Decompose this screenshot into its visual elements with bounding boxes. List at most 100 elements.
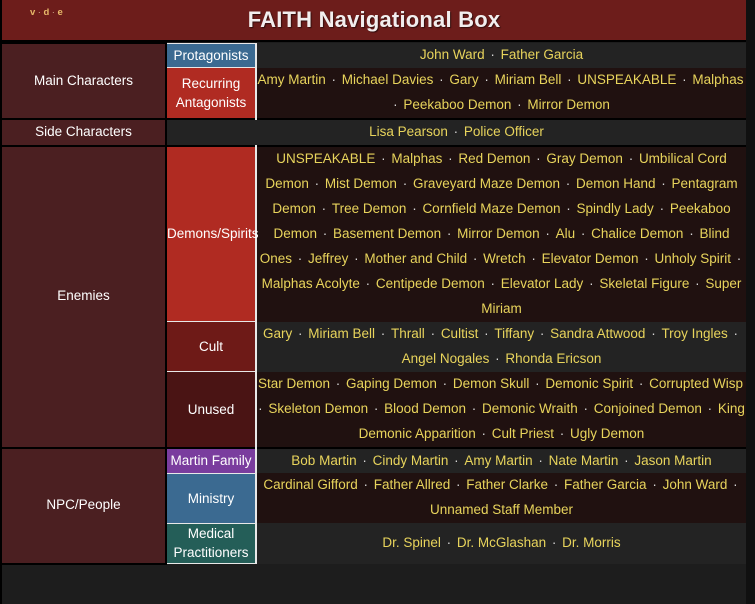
entry-link[interactable]: Lisa Pearson [369, 123, 448, 139]
entry-link[interactable]: Malphas [692, 71, 744, 87]
entry-link[interactable]: Jeffrey [308, 250, 349, 266]
entry-link[interactable]: Dr. Morris [562, 534, 621, 550]
list-separator: · [678, 71, 691, 87]
entry-link[interactable]: Demonic Spirit [545, 375, 634, 391]
entry-link[interactable]: Centipede Demon [375, 275, 485, 291]
entry-link[interactable]: Jason Martin [634, 452, 712, 468]
entry-link[interactable]: Malphas [391, 150, 443, 166]
list-separator: · [294, 250, 307, 266]
entry-link[interactable]: Chalice Demon [591, 225, 684, 241]
entry-link[interactable]: Graveyard Maze Demon [412, 175, 560, 191]
list-separator: · [635, 375, 648, 391]
entry-link[interactable]: Malphas Acolyte [261, 275, 360, 291]
subgroup-label-cult[interactable]: Cult [165, 321, 257, 373]
edit-link[interactable]: e [57, 7, 64, 18]
entry-link[interactable]: Bob Martin [291, 452, 357, 468]
subgroup-label-ministry[interactable]: Ministry [165, 472, 257, 524]
entry-link[interactable]: Dr. McGlashan [456, 534, 547, 550]
entry-link[interactable]: Umbilical Cord Demon [265, 150, 727, 191]
entry-link[interactable]: Cult Priest [491, 425, 555, 441]
entry-link[interactable]: UNSPEAKABLE [276, 150, 376, 166]
entry-link[interactable]: Miriam Bell [308, 325, 376, 341]
entry-link[interactable]: Skeleton Demon [268, 400, 369, 416]
entry-link[interactable]: Alu [555, 225, 576, 241]
entry-link[interactable]: Conjoined Demon [593, 400, 702, 416]
entry-link[interactable]: Cornfield Maze Demon [422, 200, 561, 216]
entry-link[interactable]: Father Clarke [466, 477, 549, 493]
entry-link[interactable]: Father Garcia [564, 477, 647, 493]
entry-link[interactable]: Gary [263, 325, 293, 341]
entry-link[interactable]: Mother and Child [364, 250, 468, 266]
entry-link[interactable]: Demon Hand [576, 175, 656, 191]
entry-link[interactable]: King Demonic Apparition [358, 400, 745, 441]
entry-link[interactable]: Red Demon [458, 150, 531, 166]
entry-link[interactable]: Sandra Attwood [550, 325, 646, 341]
entry-link[interactable]: Demonic Wraith [481, 400, 578, 416]
table-row: Unused Star Demon · Gaping Demon · Demon… [2, 371, 746, 448]
entry-link[interactable]: Mirror Demon [457, 225, 540, 241]
entry-link[interactable]: Peekaboo Demon [273, 200, 731, 241]
entry-link[interactable]: Pentagram Demon [272, 175, 738, 216]
subgroup-label-unused[interactable]: Unused [165, 371, 257, 448]
entry-link[interactable]: Star Demon [258, 375, 331, 391]
entry-link[interactable]: Angel Nogales [401, 350, 490, 366]
entry-link[interactable]: Elevator Demon [541, 250, 639, 266]
list-separator: · [486, 275, 499, 291]
entry-link[interactable]: Mirror Demon [527, 96, 610, 112]
entry-link[interactable]: Wretch [483, 250, 526, 266]
entry-link[interactable]: Cindy Martin [372, 452, 449, 468]
list-separator: · [729, 477, 738, 493]
entry-link[interactable]: Nate Martin [548, 452, 619, 468]
page-title: FAITH Navigational Box [247, 7, 501, 32]
entry-link[interactable]: Skeletal Figure [599, 275, 690, 291]
entry-link[interactable]: Basement Demon [333, 225, 442, 241]
entry-link[interactable]: Blind Ones [259, 225, 730, 266]
view-link[interactable]: v [30, 7, 36, 18]
entry-link[interactable]: Mist Demon [324, 175, 397, 191]
list-separator: · [438, 375, 451, 391]
entry-link[interactable]: UNSPEAKABLE [577, 71, 677, 87]
entry-link[interactable]: Blood Demon [384, 400, 466, 416]
entry-link[interactable]: Corrupted Wisp [649, 375, 743, 391]
entry-link[interactable]: Cardinal Gifford [263, 477, 358, 493]
table-row: Medical Practitioners Dr. Spinel · Dr. M… [2, 522, 746, 565]
subgroup-label-demons-spirits[interactable]: Demons/Spirits [165, 144, 259, 323]
entry-link[interactable]: Tiffany [494, 325, 535, 341]
subgroup-label-protagonists[interactable]: Protagonists [165, 42, 257, 69]
entry-link[interactable]: Demon Skull [452, 375, 530, 391]
vde-links[interactable]: v·d·e [29, 7, 64, 18]
entry-link[interactable]: Peekaboo Demon [403, 96, 512, 112]
list-separator: · [442, 534, 455, 550]
subgroup-label-recurring-antagonists[interactable]: Recurring Antagonists [165, 67, 257, 120]
entry-link[interactable]: Father Allred [373, 477, 451, 493]
entry-link[interactable]: Amy Martin [464, 452, 533, 468]
entry-link[interactable]: John Ward [662, 477, 728, 493]
list-separator: · [377, 325, 390, 341]
entry-link[interactable]: Elevator Lady [500, 275, 584, 291]
subgroup-label-medical-practitioners[interactable]: Medical Practitioners [165, 522, 257, 565]
list-separator: · [480, 71, 493, 87]
entry-link[interactable]: Michael Davies [341, 71, 434, 87]
entry-link[interactable]: Tree Demon [331, 200, 407, 216]
entry-link[interactable]: Cultist [440, 325, 479, 341]
entry-link[interactable]: Dr. Spinel [382, 534, 441, 550]
entry-link[interactable]: Rhonda Ericson [505, 350, 602, 366]
subgroup-label-martin-family[interactable]: Martin Family [165, 446, 257, 474]
entry-link[interactable]: Gary [449, 71, 479, 87]
discuss-link[interactable]: d [43, 7, 50, 18]
entry-link[interactable]: Spindly Lady [576, 200, 654, 216]
entry-link[interactable]: Ugly Demon [570, 425, 645, 441]
entry-link[interactable]: Gray Demon [546, 150, 623, 166]
list-separator: · [449, 123, 462, 139]
entry-link[interactable]: Thrall [391, 325, 425, 341]
entry-link[interactable]: Troy Ingles [661, 325, 728, 341]
entry-link[interactable]: Unnamed Staff Member [429, 502, 574, 518]
entry-link[interactable]: Amy Martin [257, 71, 326, 87]
entry-link[interactable]: John Ward [419, 47, 485, 62]
entry-link[interactable]: Super Miriam [481, 275, 742, 316]
entry-link[interactable]: Gaping Demon [346, 375, 437, 391]
entry-link[interactable]: Police Officer [463, 123, 544, 139]
entry-link[interactable]: Father Garcia [500, 47, 584, 62]
entry-link[interactable]: Miriam Bell [494, 71, 562, 87]
entry-link[interactable]: Unholy Spirit [654, 250, 731, 266]
